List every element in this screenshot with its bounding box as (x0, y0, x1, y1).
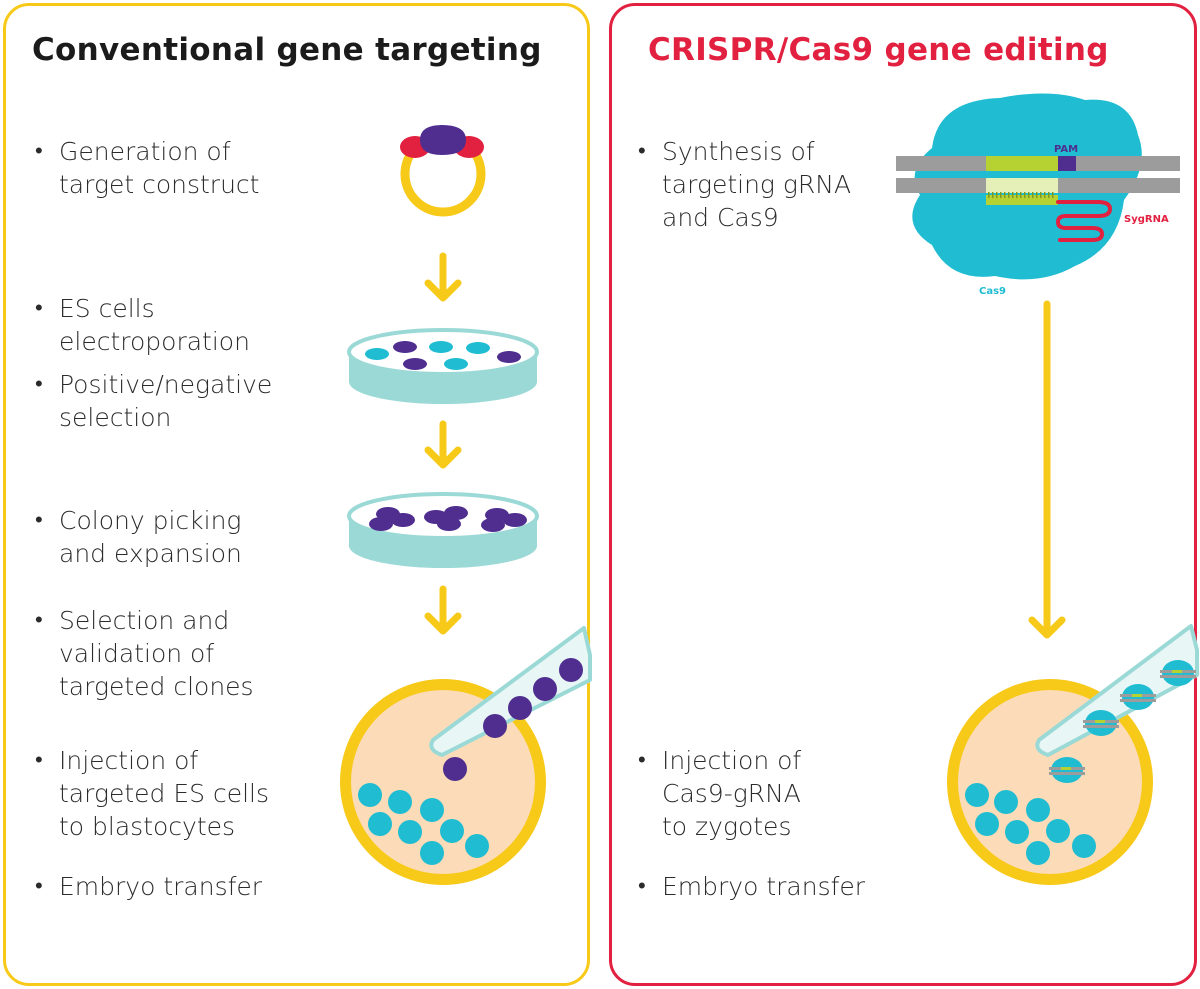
mini-cas9-icon (1049, 757, 1085, 783)
arrow-down-icon (1028, 300, 1066, 639)
mini-cas9-icon (1120, 684, 1156, 710)
pam-label: PAM (1054, 144, 1078, 155)
step-colony-picking: Colony picking and expansion (35, 504, 242, 570)
step-positive-negative-selection: Positive/negative selection (35, 368, 272, 434)
step-injection-cas9-grna: Injection of Cas9-gRNA to zygotes (638, 744, 801, 843)
step-embryo-transfer-right: Embryo transfer (638, 870, 865, 903)
step-generation-target-construct: Generation of target construct (35, 135, 260, 201)
step-es-cells-electroporation: ES cells electroporation (35, 292, 250, 358)
step-embryo-transfer-left: Embryo transfer (35, 870, 262, 903)
sygrna-label: SygRNA (1124, 214, 1169, 225)
cas9-grna-complex-icon: PAM SygRNA Cas9 (896, 93, 1180, 297)
step-injection-es-cells: Injection of targeted ES cells to blasto… (35, 744, 269, 843)
crispr-title: CRISPR/Cas9 gene editing (648, 32, 1109, 68)
step-selection-validation: Selection and validation of targeted clo… (35, 604, 254, 703)
arrow-down-icon (424, 252, 462, 302)
arrow-down-icon (424, 420, 462, 469)
petri-dish-colonies-icon (347, 492, 539, 568)
arrow-down-icon (424, 585, 462, 635)
target-construct-icon (400, 125, 486, 217)
mini-cas9-icon (1083, 710, 1119, 736)
mini-cas9-icon (1160, 660, 1196, 686)
blastocyst-injection-icon (340, 626, 592, 885)
step-synthesis-grna-cas9: Synthesis of targeting gRNA and Cas9 (638, 135, 851, 234)
zygote-injection-icon (947, 624, 1199, 885)
petri-dish-electroporation-icon (347, 328, 539, 404)
cas9-label: Cas9 (979, 286, 1006, 297)
conventional-title: Conventional gene targeting (32, 32, 542, 68)
